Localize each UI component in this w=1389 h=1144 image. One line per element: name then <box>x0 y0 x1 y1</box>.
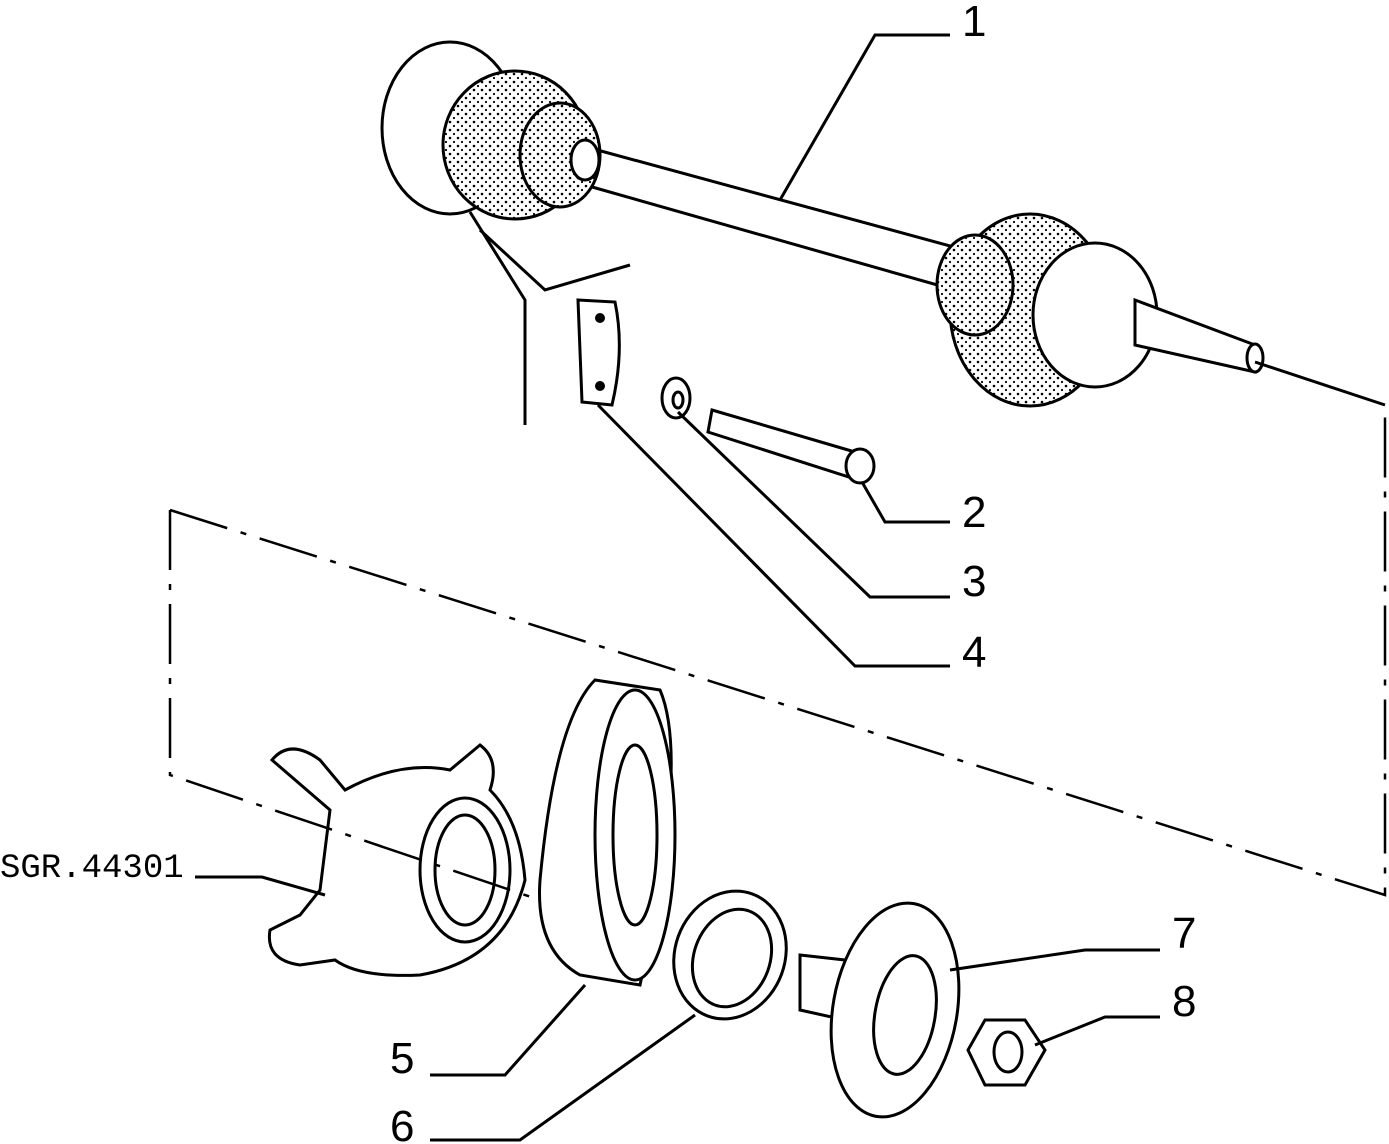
drive-shaft <box>380 40 1265 408</box>
callout-4: 4 <box>962 628 986 677</box>
hub-nut <box>966 1018 1047 1087</box>
snap-ring <box>672 889 788 1021</box>
bolt <box>706 408 876 485</box>
steering-knuckle <box>267 743 527 977</box>
callout-5: 5 <box>390 1034 414 1083</box>
callout-6: 6 <box>390 1102 414 1144</box>
reference-code: SGR.44301 <box>0 850 184 888</box>
callout-2: 2 <box>962 488 986 537</box>
wheel-hub <box>798 901 961 1119</box>
leader-lines <box>195 33 1160 1142</box>
callout-8: 8 <box>1172 977 1196 1026</box>
callout-3: 3 <box>962 557 986 606</box>
bracket-plate <box>576 298 621 407</box>
assembly-guide-lines <box>168 211 1387 902</box>
callout-7: 7 <box>1172 909 1196 958</box>
callout-1: 1 <box>962 0 986 46</box>
splined-stub <box>1133 297 1257 374</box>
wheel-bearing <box>538 678 677 987</box>
